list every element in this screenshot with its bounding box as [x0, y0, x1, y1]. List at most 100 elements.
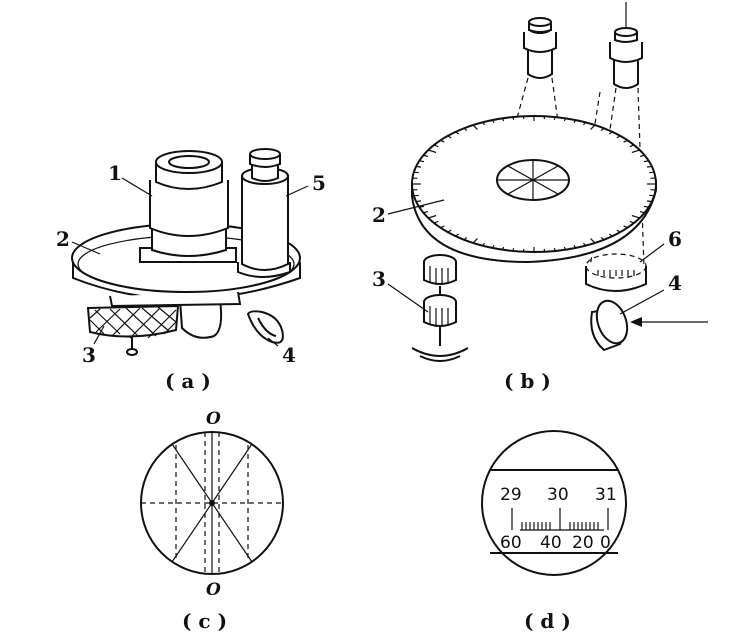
a-label-3: 3 — [82, 343, 96, 367]
b-disc-tick — [472, 238, 478, 244]
b-leader-6 — [639, 243, 665, 263]
b-disc-tick — [512, 248, 515, 252]
d-caption: ( d ) — [524, 609, 571, 633]
b-disc-tick — [582, 121, 587, 126]
b-micro-left-eye — [528, 17, 552, 27]
a-lever-4-inner — [257, 317, 277, 337]
b-micro-left-head — [523, 32, 557, 53]
a-knob-3 — [86, 304, 180, 338]
b-disc-tick — [553, 248, 556, 252]
b-disc-tick — [639, 154, 645, 158]
b-leader-4 — [619, 289, 665, 315]
a-leader-1 — [121, 177, 153, 197]
a-leader-3 — [93, 325, 105, 345]
b-disc-tick — [631, 214, 640, 219]
b-micro-right-eye — [614, 27, 638, 37]
b-disc-tick — [616, 135, 621, 139]
b-disc-tick — [643, 205, 649, 208]
b-disc-tick — [646, 165, 652, 168]
b-drum-6 — [585, 266, 647, 292]
b-leader-3 — [387, 283, 429, 313]
b-micro-left-body — [527, 46, 553, 79]
b-disc-tick — [623, 225, 628, 229]
b-disc-tick — [428, 214, 437, 219]
b-disc-tick — [616, 229, 621, 233]
b-disc-tick — [501, 246, 505, 250]
b-disc-tick — [563, 246, 567, 250]
b-disc-tick — [553, 116, 556, 120]
a-caption: ( a ) — [165, 369, 211, 393]
a-leader-4 — [267, 337, 279, 347]
b-rotation-arrow-2 — [419, 355, 461, 362]
b-disc-tick — [428, 149, 437, 154]
c-top-mark: O — [206, 409, 221, 429]
panel-c: O O ( c ) — [140, 409, 284, 633]
b-disc-tick — [455, 131, 460, 135]
b-disc-tick — [639, 210, 645, 214]
b-disc-tick — [440, 225, 445, 229]
b-disc-tick — [501, 118, 505, 122]
b-label-3: 3 — [372, 267, 386, 291]
a-eyepiece-body — [149, 180, 229, 237]
a-label-2: 2 — [56, 227, 70, 251]
a-knob-3-tip — [126, 348, 138, 356]
b-disc-tick — [573, 119, 577, 124]
b-disc-tick — [629, 220, 635, 224]
b-micro-right-body — [613, 56, 639, 89]
b-disc-tick — [447, 135, 452, 139]
a-bottom-bracket — [109, 291, 242, 308]
b-knob-3-upper — [423, 262, 457, 285]
d-view-circle — [481, 430, 627, 576]
b-disc-tick — [563, 118, 567, 122]
b-knob-3-upper-knurl — [429, 266, 449, 285]
c-center-dot — [209, 500, 215, 506]
b-label-6: 6 — [668, 227, 682, 251]
a-leader-2 — [71, 241, 101, 255]
b-disc-tick — [416, 165, 422, 168]
b-drum-6-top — [585, 253, 647, 279]
a-leader-5 — [285, 185, 309, 197]
d-upper-31: 31 — [595, 485, 617, 505]
a-label-5: 5 — [312, 171, 326, 195]
d-upper-29: 29 — [500, 485, 522, 505]
b-disc-tick — [631, 149, 640, 154]
d-lower-40: 40 — [540, 533, 562, 553]
b-disc-tick — [590, 238, 596, 244]
b-caption: ( b ) — [504, 369, 551, 393]
a-label-4: 4 — [282, 343, 296, 367]
a-microscope-body — [241, 176, 289, 271]
d-lower-0: 0 — [600, 533, 611, 553]
b-disc-tick — [447, 229, 452, 233]
b-disc-tick — [646, 200, 652, 203]
b-arrow-head — [630, 317, 642, 327]
a-eyepiece-top-face — [155, 150, 223, 174]
b-disc-tick — [419, 160, 425, 163]
b-disc-tick — [608, 131, 613, 135]
d-lower-20: 20 — [572, 533, 594, 553]
b-micro-right-head — [609, 42, 643, 63]
b-disc-tick — [419, 205, 425, 208]
b-leader-2 — [387, 199, 445, 215]
b-disc-tick — [491, 244, 495, 249]
b-disc-tick — [481, 121, 486, 126]
d-minor-ticks — [521, 522, 599, 530]
panel-b: 2 3 4 6 ( b ) — [372, 2, 708, 393]
b-disc-tick — [491, 119, 495, 124]
a-lever-4 — [246, 310, 284, 344]
b-disc-tick — [433, 144, 439, 148]
b-label-4: 4 — [668, 271, 682, 295]
b-disc-tick — [582, 242, 587, 247]
b-disc-tick — [600, 236, 605, 241]
a-bottom-housing — [179, 299, 223, 339]
b-disc-tick — [472, 124, 478, 130]
c-caption: ( c ) — [182, 609, 227, 633]
b-reticle-lines — [497, 160, 569, 200]
b-disc-tick — [423, 154, 429, 158]
a-knob-3-hatch — [89, 306, 177, 339]
d-upper-30: 30 — [547, 485, 569, 505]
b-disc-tick — [463, 127, 468, 132]
b-knob-4-face — [595, 299, 629, 345]
b-knob-3-lower — [423, 302, 457, 327]
b-disc-tick — [590, 124, 596, 130]
a-microscope-eye — [249, 148, 281, 160]
